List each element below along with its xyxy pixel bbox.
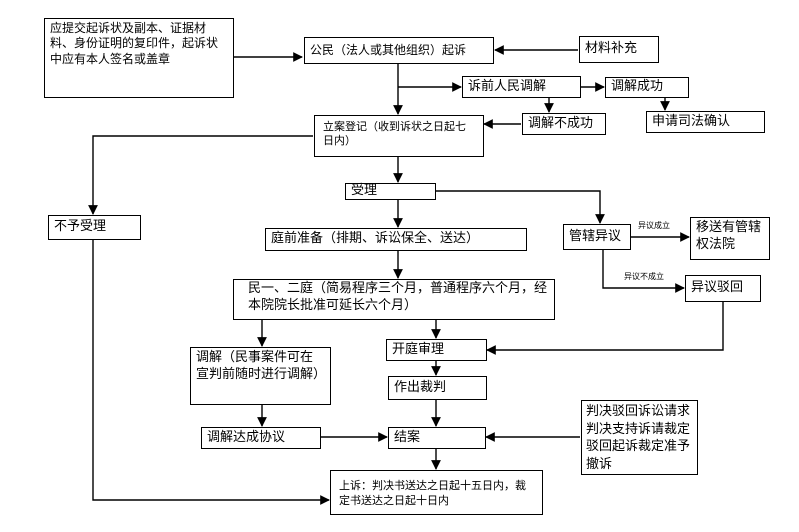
node-ruling-types: 判决驳回诉讼请求判决支持诉请裁定驳回起诉裁定准予撤诉 — [581, 400, 698, 475]
node-case-closed: 结案 — [388, 427, 486, 449]
node-appeal-deadline: 上诉：判决书送达之日起十五日内，裁定书送达之日起十日内 — [330, 470, 543, 515]
note-required-materials: 应提交起诉状及副本、证据材料、身份证明的复印件，起诉状中应有本人签名或盖章 — [44, 18, 234, 98]
node-pretrial-preparation: 庭前准备（排期、诉讼保全、送达） — [265, 228, 527, 251]
node-mediation-failed: 调解不成功 — [522, 113, 606, 135]
node-transfer-to-competent-court: 移送有管辖权法院 — [690, 217, 770, 260]
node-material-supplement: 材料补充 — [579, 36, 659, 63]
node-mediation-agreement: 调解达成协议 — [201, 427, 321, 449]
node-jurisdiction-objection: 管辖异议 — [563, 224, 631, 250]
node-objection-rejected: 异议驳回 — [685, 275, 761, 302]
edge-label-objection-not-upheld: 异议不成立 — [624, 272, 664, 281]
edge-register-to-not-accept — [88, 135, 313, 215]
node-mediation-success: 调解成功 — [605, 77, 689, 98]
edge-label-objection-upheld: 异议成立 — [638, 221, 670, 230]
node-not-accepted: 不予受理 — [48, 215, 141, 240]
node-judicial-confirmation: 申请司法确认 — [646, 111, 765, 133]
edge-rejected-to-trial — [486, 302, 724, 355]
edge-objection-to-rejected — [602, 250, 685, 293]
edge-accept-to-objection — [436, 190, 605, 224]
node-plaintiff-sues: 公民（法人或其他组织）起诉 — [304, 37, 494, 64]
node-render-judgment: 作出裁判 — [388, 376, 487, 400]
node-pre-litigation-mediation: 诉前人民调解 — [462, 76, 581, 98]
node-case-registration: 立案登记（收到诉状之日起七日内） — [314, 115, 484, 157]
edge-not-accept-to-appeal — [92, 240, 330, 505]
node-court-hearing: 开庭审理 — [386, 339, 487, 361]
node-mediation-anytime: 调解（民事案件可在宣判前随时进行调解） — [190, 347, 331, 405]
node-accepted: 受理 — [345, 183, 436, 200]
node-civil-court-divisions: 民一、二庭（简易程序三个月，普通程序六个月，经本院院长批准可延长六个月） — [233, 279, 555, 320]
